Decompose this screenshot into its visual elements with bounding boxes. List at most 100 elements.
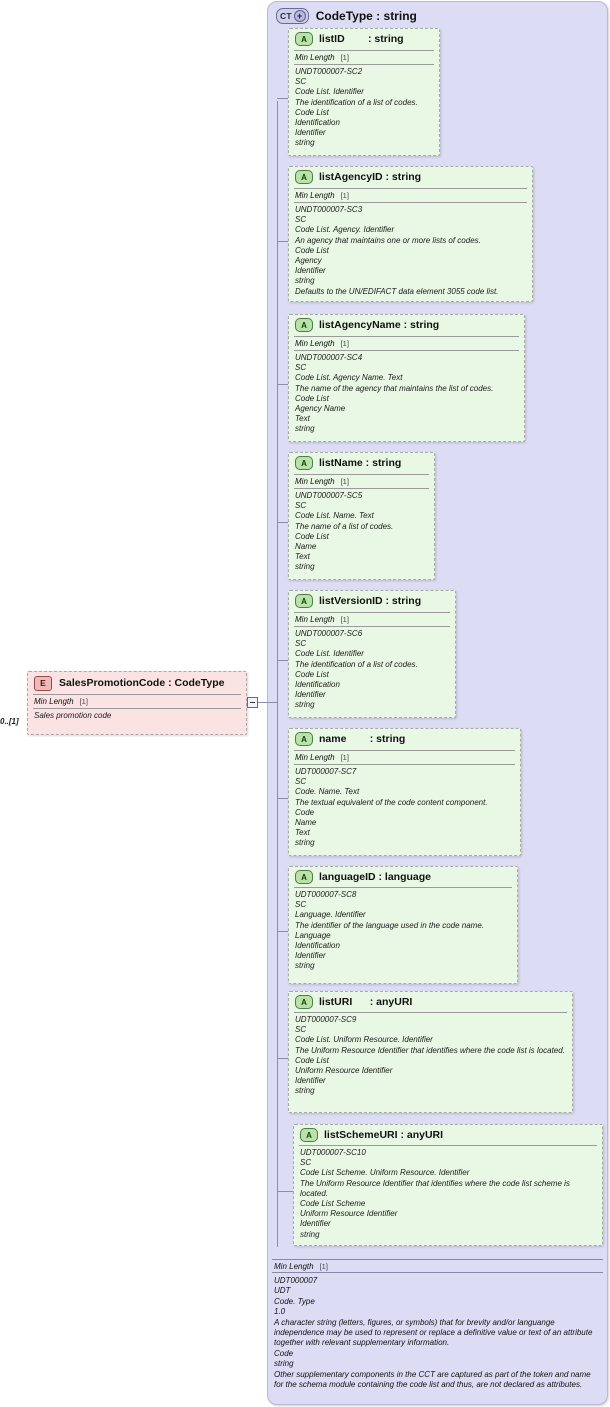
complextype-doc-line: UDT000007: [274, 1276, 318, 1285]
complextype-doc-line: Other supplementary components in the CC…: [274, 1369, 591, 1390]
attribute-doc-line: Language: [295, 930, 331, 940]
tree-branch-line: [277, 241, 288, 242]
attribute-doc-line: string: [295, 838, 315, 848]
attribute-name: listSchemeURI : anyURI: [324, 1129, 444, 1141]
element-box-salespromotioncode[interactable]: E SalesPromotionCode : CodeType Min Leng…: [27, 671, 247, 735]
attribute-doc-line: SC: [295, 77, 307, 87]
complextype-doc-line: string: [274, 1359, 294, 1369]
attribute-name: languageID : language: [319, 871, 432, 883]
attribute-name: listAgencyID : string: [319, 171, 422, 183]
attribute-doc-line: string: [295, 138, 315, 148]
attribute-doc-line: Code List: [295, 107, 329, 117]
collapse-toggle-icon[interactable]: [247, 697, 258, 708]
attribute-doc-line: Language. Identifier: [295, 910, 366, 920]
attribute-badge-icon: A: [300, 1128, 318, 1142]
attribute-facet-row: Min Length[1]: [294, 612, 450, 626]
attribute-doc-line: Defaults to the UN/EDIFACT data element …: [295, 286, 499, 296]
complextype-doc-line: Code: [274, 1348, 294, 1358]
attribute-doc-line: Code List. Identifier: [295, 87, 364, 97]
tree-branch-line: [277, 660, 288, 661]
attribute-doc-line: string: [295, 424, 315, 434]
attribute-badge-icon: A: [295, 732, 313, 746]
element-facet-row: Min Length[1]: [33, 694, 241, 708]
expand-plus-icon[interactable]: +: [293, 10, 306, 22]
tree-branch-line: [277, 798, 288, 799]
cardinality-label: 0..[1]: [0, 717, 19, 726]
complextype-badge-icon[interactable]: CT+: [276, 8, 309, 24]
attribute-facet-label: Min Length: [295, 477, 335, 486]
attribute-doc-line: An agency that maintains one or more lis…: [295, 235, 481, 245]
attribute-facet-row: Min Length[1]: [294, 750, 515, 764]
attribute-facet-row: Min Length[1]: [294, 188, 527, 202]
attribute-badge-icon: A: [295, 456, 313, 470]
tree-branch-line: [277, 522, 288, 523]
attribute-badge-icon: A: [295, 995, 313, 1009]
attribute-doc-line: SC: [300, 1158, 312, 1168]
attribute-doc-line: UNDT000007-SC5: [295, 491, 363, 500]
attribute-doc-line: SC: [295, 777, 307, 787]
attribute-doc-line: Code List. Name. Text: [295, 511, 374, 521]
attribute-doc-line: The Uniform Resource Identifier that ide…: [295, 1045, 565, 1055]
complextype-facet-value: [1]: [319, 1262, 328, 1271]
attribute-doc-line: Code List Scheme: [300, 1199, 366, 1209]
element-documentation: Sales promotion code: [33, 708, 241, 722]
attribute-name: name : string: [319, 733, 406, 745]
attribute-doc-line: Code List. Agency Name. Text: [295, 373, 403, 383]
attribute-doc-line: Code List: [295, 1055, 329, 1065]
attribute-doc-line: UDT000007-SC8: [295, 890, 357, 899]
attribute-doc-line: The identification of a list of codes.: [295, 659, 418, 669]
attribute-doc-line: string: [295, 700, 315, 710]
attribute-doc-line: Code List Scheme. Uniform Resource. Iden…: [300, 1168, 470, 1178]
attribute-doc-line: UNDT000007-SC2: [295, 67, 363, 76]
attribute-doc-line: Identification: [295, 118, 340, 128]
attribute-doc-line: UNDT000007-SC6: [295, 629, 363, 638]
attribute-doc-line: The name of a list of codes.: [295, 521, 394, 531]
attribute-facet-label: Min Length: [295, 53, 335, 62]
attribute-doc-line: Code List: [295, 669, 329, 679]
element-connector-line: [258, 702, 278, 703]
attribute-name: listURI : anyURI: [319, 996, 413, 1008]
attribute-facet-row: Min Length[1]: [294, 50, 434, 64]
attribute-doc-line: Identification: [295, 680, 340, 690]
attribute-doc-line: Code List: [295, 245, 329, 255]
element-facet-label: Min Length: [34, 697, 74, 706]
complextype-title: CodeType : string: [315, 9, 417, 23]
attribute-badge-icon: A: [295, 32, 313, 46]
attribute-facet-value: [1]: [340, 339, 349, 348]
attribute-doc-line: UDT000007-SC10: [300, 1148, 366, 1157]
complextype-header: CT+ CodeType : string: [276, 6, 417, 26]
attribute-doc-line: Identifier: [295, 266, 326, 276]
attribute-facet-value: [1]: [340, 191, 349, 200]
complextype-doc-line: A character string (letters, figures, or…: [274, 1317, 593, 1348]
attribute-doc-line: Identifier: [295, 1076, 326, 1086]
attribute-doc-line: Code. Name. Text: [295, 787, 360, 797]
complextype-facet-row: Min Length[1]: [272, 1259, 603, 1273]
attribute-doc-line: The identifier of the language used in t…: [295, 920, 485, 930]
attribute-doc-line: Identifier: [295, 690, 326, 700]
attribute-badge-icon: A: [295, 870, 313, 884]
attribute-doc-line: UNDT000007-SC3: [295, 205, 363, 214]
attribute-doc-line: Identifier: [300, 1219, 331, 1229]
attribute-doc-line: UDT000007-SC9: [295, 1015, 357, 1024]
attribute-facet-value: [1]: [340, 753, 349, 762]
